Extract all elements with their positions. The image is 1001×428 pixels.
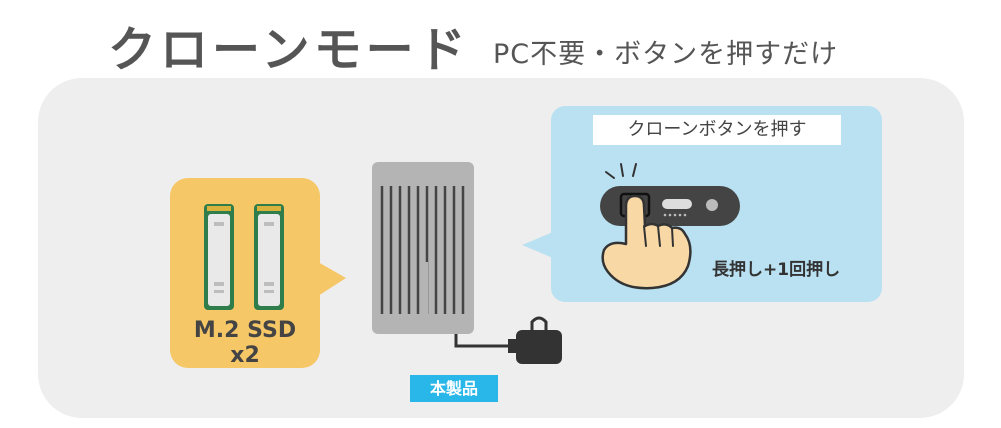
instruction-title: クローンボタンを押す — [593, 115, 841, 145]
m2-ssd-icon — [204, 204, 234, 310]
page-title: クローンモード — [108, 22, 470, 78]
pressing-hand-icon — [601, 194, 692, 290]
product-badge: 本製品 — [410, 375, 498, 402]
ssd-enclosure-icon — [372, 162, 474, 334]
press-instruction: 長押し+1回押し — [712, 260, 841, 280]
ssd-label: M.2 SSD x2 — [193, 318, 297, 368]
page-subtitle: PC不要・ボタンを押すだけ — [493, 39, 839, 70]
device-port-panel — [600, 186, 740, 226]
power-adapter-icon — [454, 316, 562, 364]
press-indicator-icon — [605, 163, 637, 179]
m2-ssd-icon — [254, 204, 284, 310]
